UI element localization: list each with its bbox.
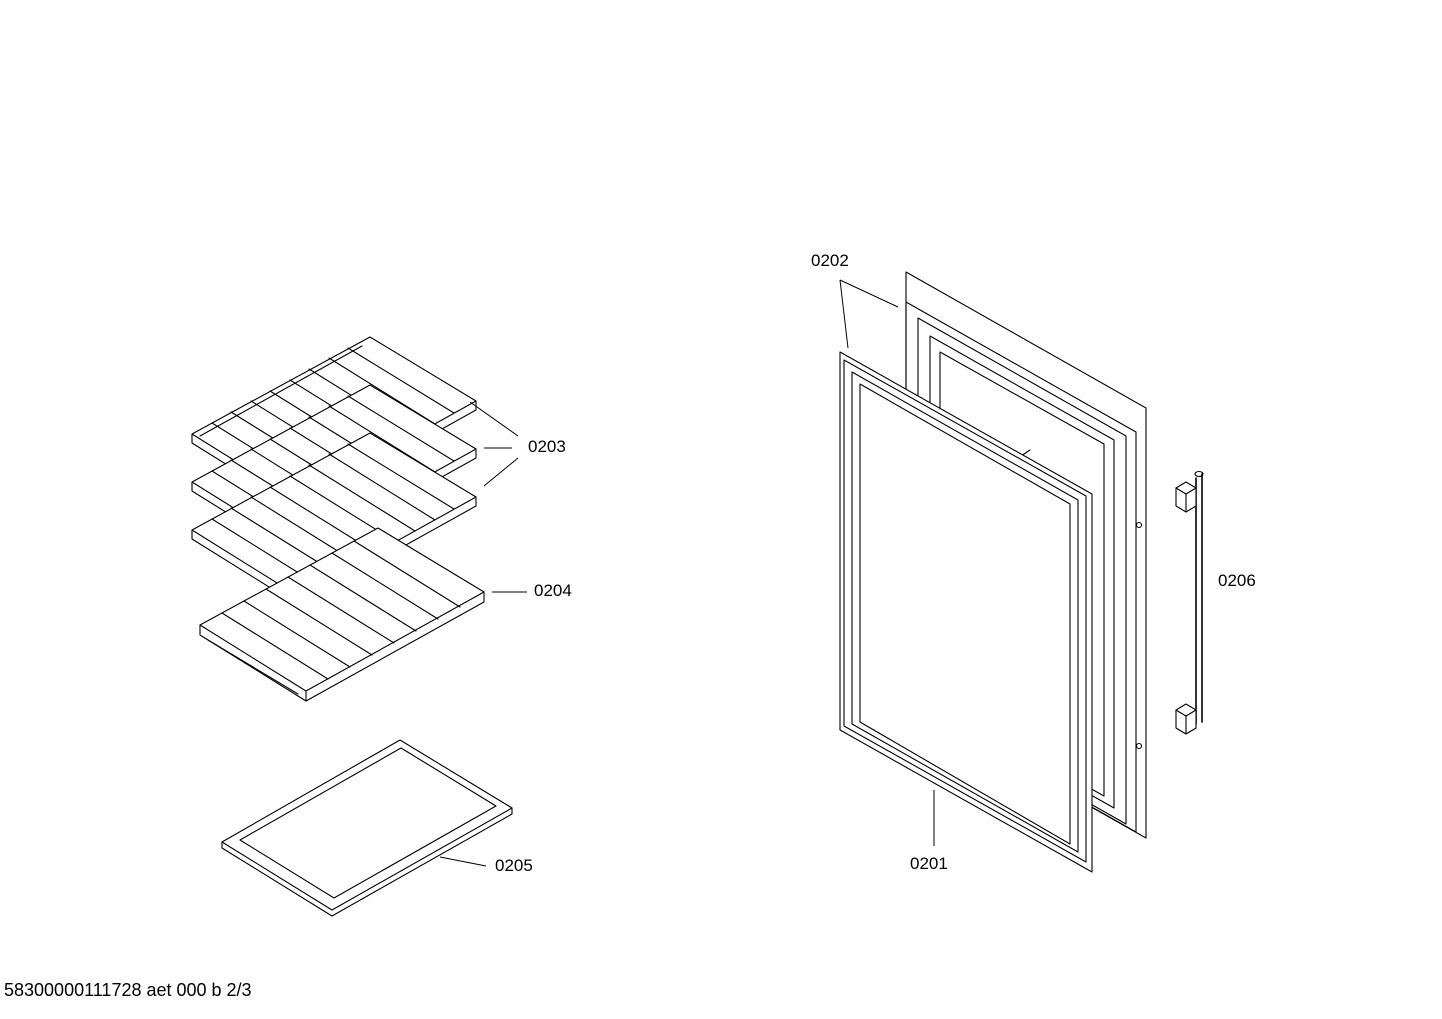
door-handle [1175,470,1204,735]
glass-shelf [221,739,513,917]
label-0202: 0202 [811,251,849,270]
document-id: 58300000111728 aet 000 b 2/3 [4,980,252,1000]
bottle-shelf-lower [199,527,485,702]
label-0201: 0201 [910,854,948,873]
leader-lines [439,279,935,867]
door-gasket [839,351,1093,873]
label-0203: 0203 [528,437,566,456]
label-0206: 0206 [1218,571,1256,590]
label-0204: 0204 [534,581,572,600]
label-0205: 0205 [495,856,533,875]
bottle-shelf-third [191,432,477,606]
